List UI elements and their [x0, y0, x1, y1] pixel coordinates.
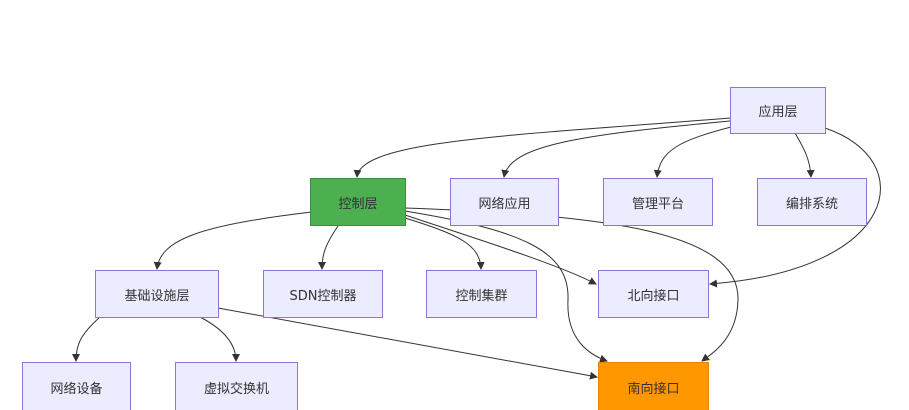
edge-control-south-1	[404, 210, 608, 363]
node-label: 应用层	[758, 105, 798, 120]
node-label: 网络设备	[50, 381, 103, 397]
node-label: SDN控制器	[289, 288, 357, 304]
edge-control-cluster	[404, 217, 485, 270]
edge-app-netapp	[501, 120, 731, 178]
node-virtual-switch[interactable]: 虚拟交换机	[175, 362, 298, 410]
node-network-app[interactable]: 网络应用	[450, 178, 559, 226]
node-network-device[interactable]: 网络设备	[22, 362, 131, 410]
node-label: 控制集群	[455, 288, 508, 304]
edge-infra-vswitch	[199, 316, 240, 362]
node-label: 编排系统	[785, 196, 838, 212]
node-orchestration[interactable]: 编排系统	[757, 178, 867, 226]
node-control-cluster[interactable]: 控制集群	[426, 270, 537, 318]
edge-infra-netdev	[72, 316, 101, 362]
node-label: 虚拟交换机	[203, 381, 269, 397]
node-app-layer[interactable]: 应用层	[730, 87, 826, 134]
node-southbound[interactable]: 南向接口	[598, 362, 709, 410]
node-label: 基础设施层	[124, 288, 190, 304]
node-infra-layer[interactable]: 基础设施层	[95, 270, 219, 318]
edge-control-north	[404, 214, 597, 285]
edge-app-orch	[794, 132, 815, 178]
node-mgmt-platform[interactable]: 管理平台	[603, 178, 713, 226]
node-label: 网络应用	[478, 196, 531, 212]
node-sdn-controller[interactable]: SDN控制器	[263, 270, 383, 318]
edge-control-sdn	[318, 225, 339, 270]
edge-app-control	[353, 117, 731, 178]
node-label: 管理平台	[631, 196, 684, 212]
edge-app-mgmt	[653, 125, 736, 178]
edge-app-north	[709, 127, 881, 288]
edge-control-infra	[153, 211, 313, 270]
node-label: 南向接口	[627, 381, 680, 397]
node-control-layer[interactable]: 控制层	[310, 178, 406, 226]
node-northbound[interactable]: 北向接口	[598, 270, 709, 318]
node-label: 北向接口	[627, 288, 680, 304]
node-label: 控制层	[338, 196, 378, 212]
